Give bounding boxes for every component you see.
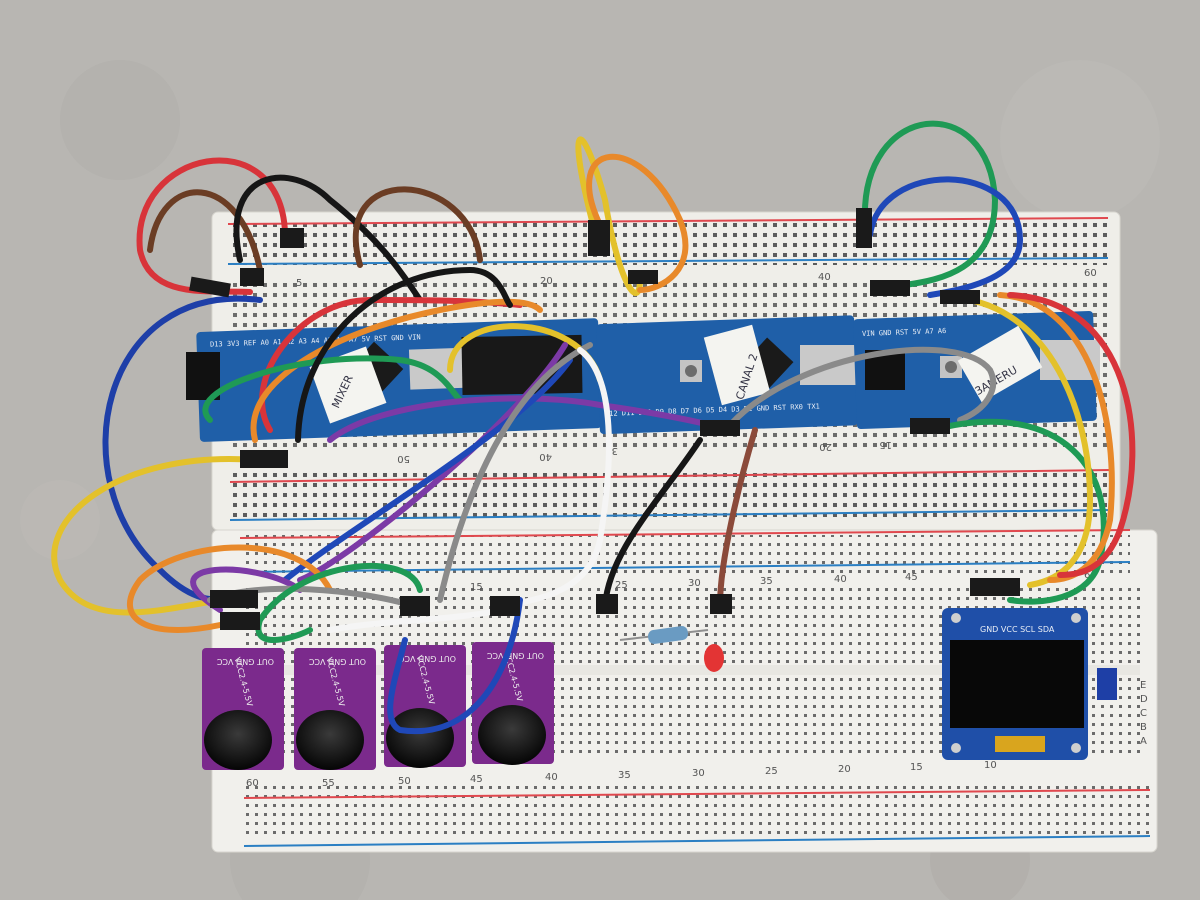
- wire-yellow: [51, 456, 258, 616]
- wire-connectors: [189, 208, 1020, 630]
- pin-label-text: VIN GND RST 5V A7 A6: [862, 327, 947, 338]
- lower-column-number: 30: [692, 768, 705, 779]
- wire-green: [202, 355, 463, 423]
- wire-blue: [867, 176, 1024, 298]
- oled-screen: [950, 640, 1084, 728]
- upper-column-number: 5: [296, 278, 302, 289]
- wire-gray: [437, 342, 593, 603]
- wire-brown: [717, 427, 758, 608]
- upper-column-number: 50: [397, 453, 410, 464]
- upper-column-number: 40: [818, 272, 831, 283]
- mic-pins-label: OUT GND VCC: [486, 651, 544, 660]
- lower-column-number: 35: [760, 576, 773, 587]
- mic-module-4: OUT GND VCC VCC2.4-5.5V: [472, 642, 554, 765]
- wire-blue: [282, 357, 573, 583]
- wire-green: [255, 563, 423, 643]
- mic-capsule: [386, 708, 454, 768]
- board-label: [957, 325, 1043, 403]
- upper-column-number: 20: [819, 441, 832, 452]
- lower-column-number: 45: [470, 774, 483, 785]
- lower-column-number: 45: [905, 572, 918, 583]
- lower-column-number: 10: [984, 760, 997, 771]
- wire-yellow: [575, 136, 643, 296]
- wire-black: [295, 266, 513, 443]
- wire-yellow: [947, 295, 1094, 588]
- nano-board-2: CANAL 2 D12 D11 D10 D9 D8 D7 D6 D5 D4 D3…: [596, 315, 858, 435]
- wire-purple: [190, 566, 303, 613]
- wire-orange: [586, 153, 689, 293]
- lower-column-number: 15: [910, 762, 923, 773]
- lower-column-number: 25: [765, 766, 778, 777]
- resistor: [619, 626, 709, 644]
- lower-column-number: 35: [618, 770, 631, 781]
- wire-gray: [727, 346, 997, 428]
- lower-column-number: 20: [838, 764, 851, 775]
- lower-column-number: 60: [246, 778, 259, 789]
- upper-column-number: 60: [1084, 268, 1097, 279]
- wire-black: [233, 174, 423, 303]
- row-letter: D: [1140, 694, 1148, 705]
- oled-display: GND VCC SCL SDA: [942, 608, 1088, 760]
- wire-green: [861, 120, 999, 288]
- board-label: [309, 346, 387, 424]
- lower-bottom-column-numbers: 60 55 50 45 40 35 30 25 20 15 10: [246, 760, 997, 789]
- mic-module-3: OUT GND VCC VCC2.4-5.5V: [384, 645, 466, 768]
- wire-blue: [387, 597, 523, 735]
- wire-white: [327, 607, 503, 633]
- mic-capsule: [296, 710, 364, 770]
- lower-column-number: 40: [834, 574, 847, 585]
- wire-brown: [147, 189, 263, 273]
- row-letters: E D C B A: [1140, 680, 1148, 747]
- upper-column-number: 15: [879, 439, 892, 450]
- lower-column-number: 40: [545, 772, 558, 783]
- wire-red: [1007, 292, 1136, 578]
- lower-top-rail: [240, 535, 1130, 575]
- blue-marker: [1097, 668, 1117, 700]
- row-letter: E: [1140, 680, 1146, 691]
- wire-black: [602, 437, 703, 608]
- oled-pin-label: GND VCC SCL SDA: [980, 625, 1055, 634]
- mic-pins-label: OUT GND VCC: [216, 657, 274, 666]
- wire-purple: [327, 395, 713, 443]
- row-letter: C: [1140, 708, 1147, 719]
- upper-column-number: 20: [540, 276, 553, 287]
- lower-column-number: 30: [688, 578, 701, 589]
- row-letter: A: [1140, 736, 1147, 747]
- wire-brown: [352, 186, 483, 268]
- wire-white: [502, 347, 612, 608]
- wire-red: [259, 296, 523, 433]
- mic-pins-label: OUT GND VCC: [398, 654, 456, 663]
- usb-connector: [408, 347, 466, 390]
- board-label: [703, 324, 771, 406]
- row-letter: B: [1140, 722, 1147, 733]
- lower-column-number: 55: [322, 778, 335, 789]
- mic-module-1: OUT GND VCC VCC2.4-5.5V: [202, 648, 284, 770]
- wire-orange: [126, 544, 333, 633]
- lower-column-number: 25: [615, 580, 628, 591]
- lower-column-number: 15: [470, 582, 483, 593]
- wire-orange: [250, 298, 543, 443]
- mic-module-2: OUT GND VCC VCC2.4-5.5V: [294, 648, 376, 770]
- red-led: [704, 644, 724, 672]
- upper-column-number: 40: [539, 451, 552, 462]
- mic-pins-label: OUT GND VCC: [308, 657, 366, 666]
- wire-green: [937, 418, 1107, 605]
- lower-column-number: 50: [398, 776, 411, 787]
- mic-capsule: [478, 705, 546, 765]
- mic-capsule: [204, 710, 272, 770]
